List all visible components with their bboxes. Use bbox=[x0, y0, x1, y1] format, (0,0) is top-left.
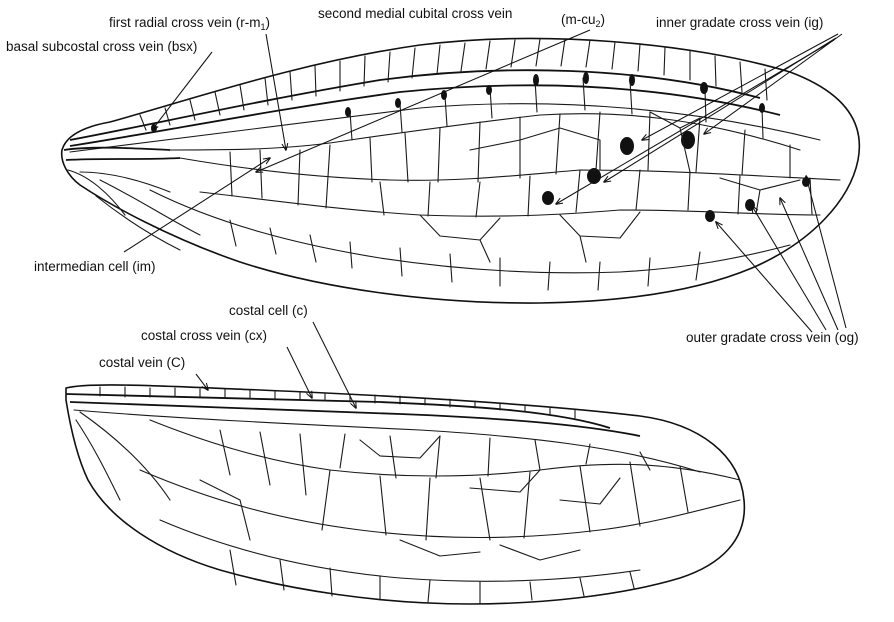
label-costal-cell: costal cell (c) bbox=[229, 303, 308, 318]
label-costal-cross-vein: costal cross vein (cx) bbox=[141, 328, 267, 343]
label-basal-subcostal-cross-vein: basal subcostal cross vein (bsx) bbox=[6, 39, 197, 54]
label-outer-gradate-cross-vein: outer gradate cross vein (og) bbox=[686, 330, 859, 345]
label-mcu2: (m-cu2) bbox=[561, 12, 605, 29]
label-inner-gradate-cross-vein: inner gradate cross vein (ig) bbox=[656, 15, 823, 30]
forewing-outline bbox=[62, 39, 860, 304]
hindwing bbox=[66, 385, 744, 604]
forewing bbox=[62, 39, 860, 304]
label-costal-vein: costal vein (C) bbox=[99, 355, 185, 370]
label-second-medial-cubital-cross-vein: second medial cubital cross vein bbox=[318, 6, 512, 21]
label-first-radial-cross-vein: first radial cross vein (r-m1) bbox=[109, 15, 270, 32]
label-intermedian-cell: intermedian cell (im) bbox=[34, 259, 156, 274]
hindwing-outline bbox=[66, 385, 744, 604]
